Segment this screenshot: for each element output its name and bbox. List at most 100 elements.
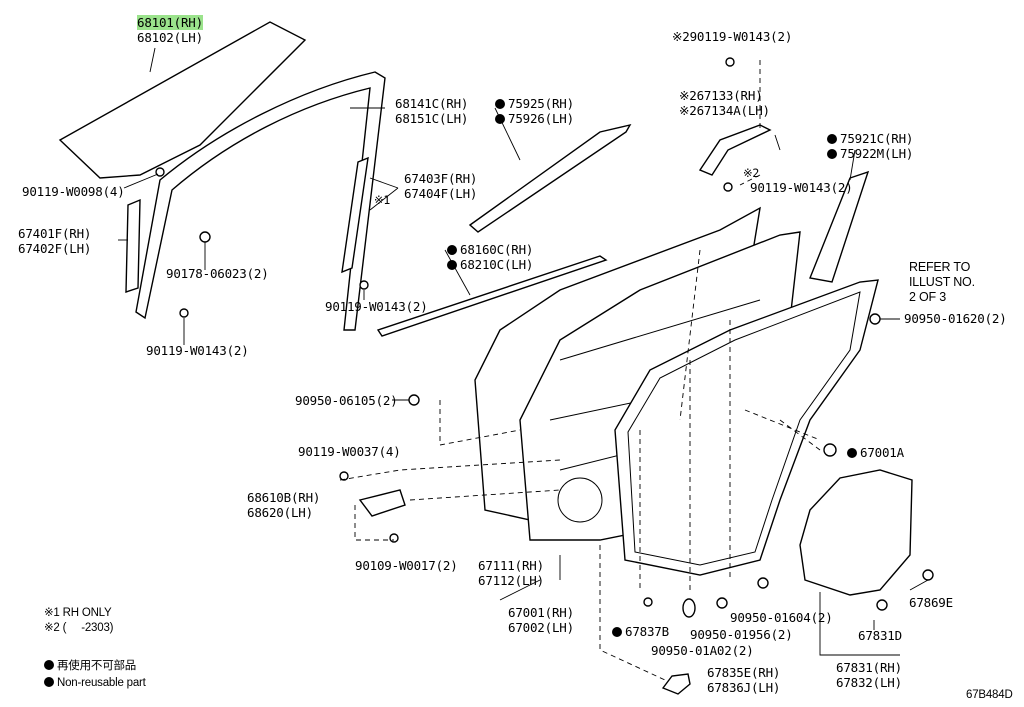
label-screw-cover-mark: ※2	[743, 166, 760, 180]
plug-bottom-3	[682, 598, 696, 618]
label-cover-lh[interactable]: ※267134A(LH)	[679, 103, 770, 118]
label-div-bar[interactable]: 67401F(RH) 67402F(LH)	[18, 226, 91, 256]
label-screw-w0037[interactable]: 90119-W0037(4)	[298, 444, 401, 459]
door-weatherstrip	[614, 279, 879, 576]
label-garnish[interactable]: 75921C(RH) 75922M(LH)	[827, 131, 913, 161]
clip-glass	[199, 231, 211, 243]
nonreusable-bullet-icon	[827, 149, 837, 159]
label-run-lh[interactable]: 68151C(LH)	[395, 111, 469, 126]
label-moulding-top-rh[interactable]: 75925(RH)	[508, 96, 574, 111]
plug-bottom-1	[757, 577, 769, 589]
label-cover-rh[interactable]: ※267133(RH)	[679, 88, 763, 103]
rear-lower-frame	[341, 156, 369, 274]
label-seal-lh[interactable]: 67832(LH)	[836, 675, 902, 690]
label-hinge-rh[interactable]: 68610B(RH)	[247, 490, 321, 505]
label-clip-67869e[interactable]: 67869E	[909, 595, 953, 610]
label-glass[interactable]: 68101(RH) 68102(LH)	[137, 15, 203, 45]
nonreusable-bullet-icon	[827, 134, 837, 144]
label-screw-cover[interactable]: 90119-W0143(2)	[750, 180, 853, 195]
label-moulding-top-lh[interactable]: 75926(LH)	[508, 111, 574, 126]
diagram-code: 67B484D	[966, 689, 1013, 701]
label-door-rh[interactable]: 67001(RH)	[508, 605, 574, 620]
legend-en-text: Non-reusable part	[57, 677, 146, 689]
label-garnish-lh[interactable]: 75922M(LH)	[840, 146, 914, 161]
nonreusable-bullet-icon	[612, 627, 622, 637]
service-hole-cover	[799, 469, 913, 596]
legend-jp-text: 再使用不可部品	[57, 658, 137, 672]
label-moulding-top[interactable]: 75925(RH) 75926(LH)	[495, 96, 574, 126]
label-garnish-rh[interactable]: 75921C(RH)	[840, 131, 914, 146]
label-hinge-lh[interactable]: 68620(LH)	[247, 505, 313, 520]
label-bar-rear-lh[interactable]: 67404F(LH)	[404, 186, 478, 201]
legend-jp: 再使用不可部品	[44, 658, 136, 673]
screw-top-right	[725, 57, 735, 67]
label-note1-mark: ※1	[374, 193, 391, 207]
label-hole-cover[interactable]: 67001A	[847, 445, 904, 460]
label-panel[interactable]: 67111(RH) 67112(LH)	[478, 558, 544, 588]
label-bolt-w0017[interactable]: 90109-W0017(2)	[355, 558, 458, 573]
label-weatherstrip-rh[interactable]: 68160C(RH)	[460, 242, 534, 257]
screw-lower-left	[179, 308, 189, 318]
refer-line-1: REFER TO	[909, 260, 971, 274]
refer-line-2: ILLUST NO.	[909, 275, 975, 289]
label-seal[interactable]: 67831(RH) 67832(LH)	[836, 660, 902, 690]
upper-moulding	[468, 123, 632, 233]
note-rh-only: ※1 RH ONLY	[44, 607, 112, 619]
label-screw-top-right[interactable]: ※290119-W0143(2)	[672, 29, 793, 44]
label-cap-rh[interactable]: 67835E(RH)	[707, 665, 781, 680]
label-door[interactable]: 67001(RH) 67002(LH)	[508, 605, 574, 635]
label-clip-06023[interactable]: 90178-06023(2)	[166, 266, 269, 281]
legend-bullet-icon	[44, 677, 54, 687]
division-bar	[125, 198, 141, 293]
pillar-garnish	[809, 170, 870, 283]
legend-en: Non-reusable part	[44, 676, 146, 691]
label-glass-rh[interactable]: 68101(RH)	[137, 15, 203, 30]
label-plug-06105[interactable]: 90950-06105(2)	[295, 393, 398, 408]
label-panel-lh[interactable]: 67112(LH)	[478, 573, 544, 588]
nonreusable-bullet-icon	[447, 260, 457, 270]
label-plug-01620[interactable]: 90950-01620(2)	[904, 311, 1007, 326]
label-run[interactable]: 68141C(RH) 68151C(LH)	[395, 96, 468, 126]
label-hole-cover-text[interactable]: 67001A	[860, 445, 904, 460]
refer-line-3: 2 OF 3	[909, 290, 947, 304]
screw-mid	[359, 280, 369, 290]
label-screw-w0143-mid[interactable]: 90119-W0143(2)	[325, 299, 428, 314]
note-date-range: ※2 ( -2303)	[44, 622, 114, 634]
label-bar-rear[interactable]: 67403F(RH) 67404F(LH)	[404, 171, 477, 201]
label-run-rh[interactable]: 68141C(RH)	[395, 96, 469, 111]
label-plug-01956[interactable]: 90950-01956(2)	[690, 627, 793, 642]
label-screw-glass[interactable]: 90119-W0098(4)	[22, 184, 125, 199]
label-hinge[interactable]: 68610B(RH) 68620(LH)	[247, 490, 320, 520]
label-plug-01604[interactable]: 90950-01604(2)	[730, 610, 833, 625]
screw-cover	[723, 182, 733, 192]
label-screw-w0143-left[interactable]: 90119-W0143(2)	[146, 343, 249, 358]
label-clip-67837b-text[interactable]: 67837B	[625, 624, 669, 639]
label-seal-67831d[interactable]: 67831D	[858, 628, 902, 643]
label-cover[interactable]: ※267133(RH) ※267134A(LH)	[679, 88, 770, 118]
nonreusable-bullet-icon	[495, 99, 505, 109]
label-div-bar-rh[interactable]: 67401F(RH)	[18, 226, 92, 241]
label-cap[interactable]: 67835E(RH) 67836J(LH)	[707, 665, 780, 695]
nonreusable-bullet-icon	[847, 448, 857, 458]
label-bar-rear-rh[interactable]: 67403F(RH)	[404, 171, 478, 186]
label-door-lh[interactable]: 67002(LH)	[508, 620, 574, 635]
label-div-bar-lh[interactable]: 67402F(LH)	[18, 241, 92, 256]
legend-bullet-icon	[44, 660, 54, 670]
clip-right	[922, 569, 934, 581]
hinge-cap	[661, 673, 691, 695]
label-seal-rh[interactable]: 67831(RH)	[836, 660, 902, 675]
belt-weatherstrip	[376, 255, 608, 337]
refer-note: REFER TO ILLUST NO. 2 OF 3	[909, 260, 975, 305]
plug-right	[869, 313, 881, 325]
label-panel-rh[interactable]: 67111(RH)	[478, 558, 544, 573]
label-plug-01a02[interactable]: 90950-01A02(2)	[651, 643, 754, 658]
nonreusable-bullet-icon	[495, 114, 505, 124]
door-hinge	[358, 489, 406, 517]
label-clip-67837b[interactable]: 67837B	[612, 624, 669, 639]
hole-cover-dot	[823, 443, 837, 457]
label-cap-lh[interactable]: 67836J(LH)	[707, 680, 781, 695]
label-weatherstrip[interactable]: 68160C(RH) 68210C(LH)	[447, 242, 533, 272]
label-weatherstrip-lh[interactable]: 68210C(LH)	[460, 257, 534, 272]
label-glass-lh[interactable]: 68102(LH)	[137, 30, 203, 45]
